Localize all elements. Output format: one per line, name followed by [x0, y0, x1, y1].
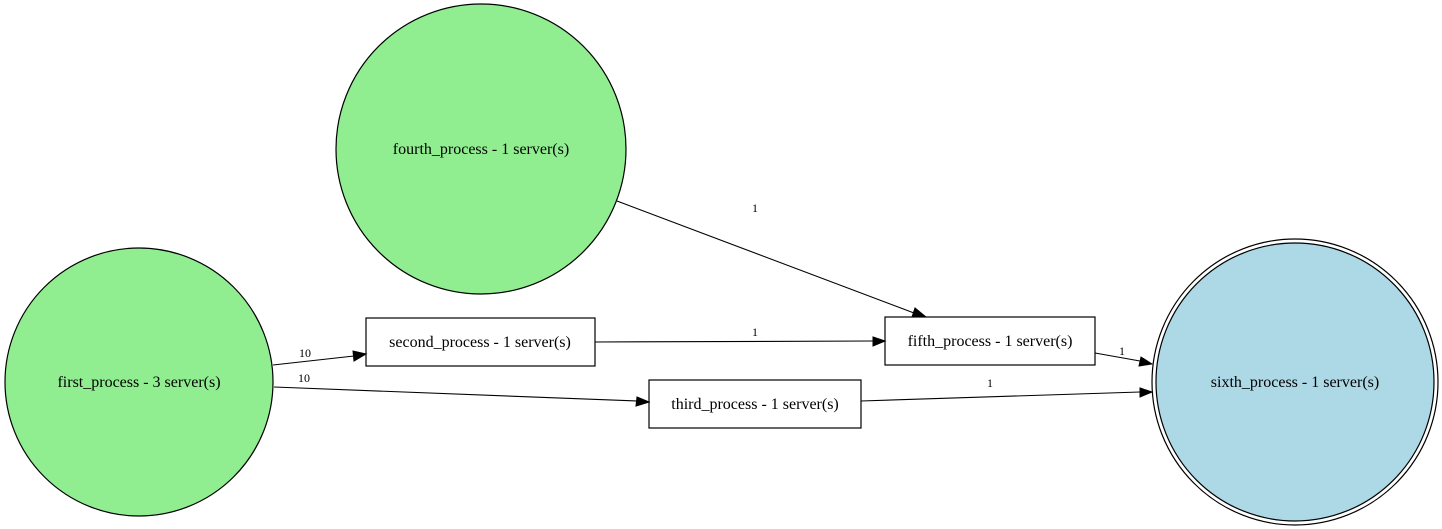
edge-line	[1094, 352, 1141, 362]
edge-line	[273, 386, 638, 402]
third-process-label: third_process - 1 server(s)	[671, 396, 839, 413]
edge-label-fifth-sixth: 1	[1119, 344, 1125, 358]
first-process-circle	[4, 247, 274, 517]
edge-label-second-fifth: 1	[752, 325, 758, 339]
edge-label-third-sixth: 1	[987, 376, 993, 390]
fourth-process-circle	[335, 3, 627, 295]
arrowhead-icon	[352, 350, 368, 362]
second-process-label: second_process - 1 server(s)	[389, 334, 571, 351]
edge-label-first-third: 10	[298, 371, 310, 385]
arrowhead-icon	[635, 396, 651, 407]
edge-fifth-to-sixth[interactable]: 1	[1094, 344, 1154, 367]
arrowhead-icon	[1139, 387, 1154, 398]
edge-first-to-third[interactable]: 10	[273, 371, 651, 407]
third-process-box	[648, 379, 862, 429]
edge-label-first-second: 10	[299, 346, 311, 360]
arrowhead-icon	[872, 336, 887, 347]
node-sixth-process[interactable]: sixth_process - 1 server(s)	[1151, 238, 1439, 526]
fifth-process-label: fifth_process - 1 server(s)	[908, 333, 1073, 350]
arrowhead-icon	[1138, 356, 1154, 367]
edge-second-to-fifth[interactable]: 1	[594, 325, 887, 347]
fourth-process-label: fourth_process - 1 server(s)	[393, 141, 569, 158]
edge-line	[594, 340, 874, 343]
edge-line	[272, 355, 355, 366]
node-third-process[interactable]: third_process - 1 server(s)	[648, 379, 862, 429]
sixth-process-label: sixth_process - 1 server(s)	[1211, 374, 1379, 391]
sixth-process-outer-circle	[1151, 238, 1439, 526]
edge-third-to-sixth[interactable]: 1	[860, 376, 1154, 402]
edge-first-to-second[interactable]: 10	[272, 346, 368, 366]
fifth-process-box	[884, 316, 1096, 366]
node-second-process[interactable]: second_process - 1 server(s)	[365, 317, 596, 367]
first-process-label: first_process - 3 server(s)	[57, 374, 220, 391]
second-process-box	[365, 317, 596, 367]
edge-line	[860, 391, 1141, 402]
edge-label-fourth-fifth: 1	[752, 201, 758, 215]
node-fourth-process[interactable]: fourth_process - 1 server(s)	[335, 3, 627, 295]
sixth-process-inner-circle	[1155, 242, 1435, 522]
node-first-process[interactable]: first_process - 3 server(s)	[4, 247, 274, 517]
edge-fourth-to-fifth[interactable]: 1	[616, 200, 928, 318]
arrowhead-icon	[911, 307, 928, 318]
node-fifth-process[interactable]: fifth_process - 1 server(s)	[884, 316, 1096, 366]
edge-line	[616, 200, 915, 314]
